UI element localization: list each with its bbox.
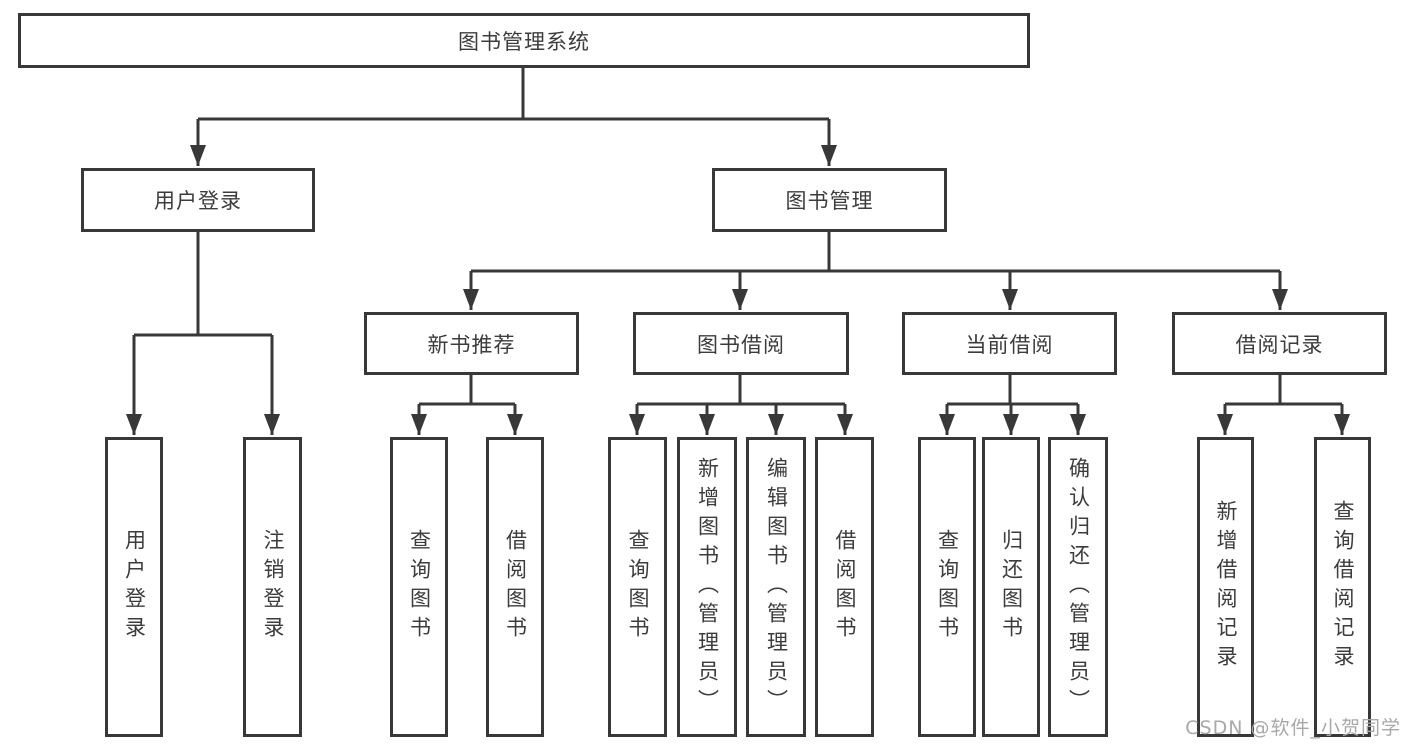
node-borrowing-records: 借阅记录 [1172, 312, 1387, 375]
leaf-query-books-current: 查询图书 [918, 437, 976, 737]
leaf-query-borrow-record: 查询借阅记录 [1314, 437, 1371, 737]
leaf-logout: 注销登录 [243, 437, 302, 737]
leaf-borrow-books-recommend: 借阅图书 [486, 437, 544, 737]
leaf-return-books: 归还图书 [982, 437, 1040, 737]
node-library-management-system: 图书管理系统 [18, 13, 1030, 68]
leaf-query-books-borrowing: 查询图书 [608, 437, 667, 737]
leaf-confirm-return-admin: 确认归还（管理员） [1048, 437, 1108, 737]
leaf-add-book-admin: 新增图书（管理员） [677, 437, 737, 737]
node-current-borrowing: 当前借阅 [902, 312, 1117, 375]
watermark: CSDN @软件_小贺同学 [1185, 717, 1401, 739]
leaf-user-login: 用户登录 [105, 437, 163, 737]
node-book-borrowing: 图书借阅 [633, 312, 849, 375]
node-book-management: 图书管理 [712, 168, 947, 232]
leaf-query-books-recommend: 查询图书 [390, 437, 448, 737]
node-new-book-recommendation: 新书推荐 [364, 312, 579, 375]
node-user-login: 用户登录 [81, 168, 315, 232]
leaf-borrow-books-borrowing: 借阅图书 [815, 437, 874, 737]
leaf-add-borrow-record: 新增借阅记录 [1197, 437, 1254, 737]
leaf-edit-book-admin: 编辑图书（管理员） [746, 437, 806, 737]
